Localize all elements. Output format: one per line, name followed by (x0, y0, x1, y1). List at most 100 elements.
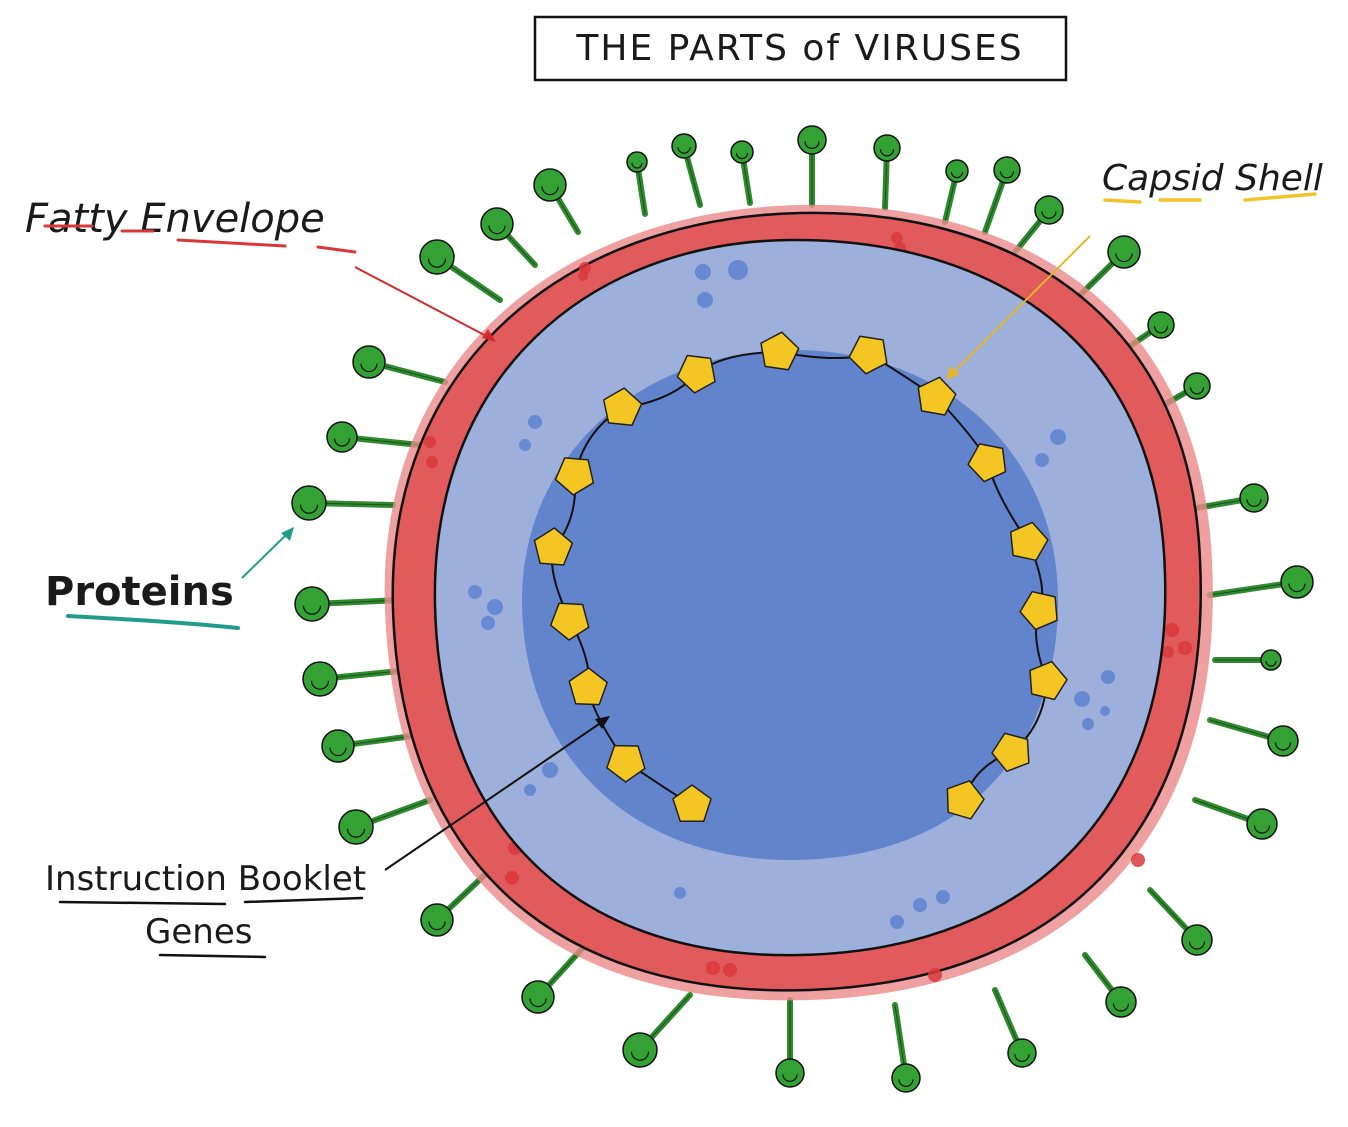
proteins-arrow-line (241, 532, 289, 579)
envelope-spot (505, 871, 519, 885)
protein-head-detail (1189, 387, 1205, 395)
capsid-dots (468, 260, 1115, 929)
protein-spike (419, 239, 503, 303)
envelope-spot (1162, 646, 1174, 658)
protein-head-detail (541, 186, 559, 196)
capsid-dot (1035, 453, 1049, 467)
protein-spike (294, 586, 403, 622)
envelope-spot (1165, 623, 1179, 637)
title-text: THE PARTS of VIRUSES (575, 28, 1023, 69)
protein-head-detail (898, 1079, 914, 1087)
envelope-arrow-head (482, 329, 496, 342)
protein-head (797, 125, 827, 155)
protein-head-detail (630, 1051, 650, 1061)
gene-pentagon (848, 335, 888, 375)
protein-spike (797, 125, 827, 208)
protein-head-detail (1188, 941, 1206, 950)
protein-head (945, 159, 969, 183)
protein-head (1107, 235, 1141, 269)
protein-spikes (291, 125, 1314, 1093)
protein-head-detail (1115, 253, 1133, 263)
gene-pentagon (606, 744, 646, 783)
protein-spike (992, 987, 1037, 1068)
protein-head-detail (488, 225, 506, 235)
protein-spike (1147, 887, 1213, 956)
protein-head (338, 809, 374, 845)
protein-spike (622, 992, 693, 1068)
protein-head-detail (1288, 583, 1306, 593)
envelope-spot (723, 963, 737, 977)
protein-head-detail (360, 363, 378, 373)
protein-head (671, 133, 697, 159)
protein-spike (1207, 717, 1299, 757)
protein-head-detail (1041, 211, 1057, 219)
capsid-dot (728, 260, 748, 280)
gene-chain (533, 331, 1068, 822)
proteins-underline (66, 614, 240, 630)
protein-head (1007, 1038, 1037, 1068)
envelope-spot (1131, 853, 1145, 867)
protein-head (419, 239, 455, 275)
envelope-arrow-line (354, 266, 491, 339)
envelope-underline (43, 224, 357, 254)
protein-spike (1212, 649, 1282, 671)
protein-head (420, 903, 454, 937)
protein-head-detail (950, 172, 964, 179)
capsid-dot (1074, 691, 1090, 707)
proteins-arrow-head (281, 527, 294, 541)
protein-spike (291, 485, 396, 521)
protein-head (291, 485, 327, 521)
protein-head-detail (1246, 499, 1262, 507)
capsid-dot (542, 762, 558, 778)
title-box: THE PARTS of VIRUSES (533, 15, 1068, 82)
protein-head-detail (782, 1074, 798, 1082)
protein-head-detail (329, 747, 347, 757)
protein-head (873, 134, 901, 162)
protein-spike (1192, 797, 1278, 840)
protein-head-detail (1014, 1054, 1030, 1062)
protein-head-detail (1253, 825, 1271, 834)
protein-head (1183, 372, 1211, 400)
capsid-dot (528, 415, 542, 429)
protein-head-detail (299, 504, 319, 514)
envelope-spot (706, 961, 720, 975)
protein-spike (1012, 195, 1064, 255)
protein-spike (982, 156, 1021, 235)
core (521, 349, 1059, 860)
envelope-spot (891, 232, 903, 244)
protein-head (352, 345, 386, 379)
envelope-spot (426, 456, 438, 468)
protein-head (321, 729, 355, 763)
protein-head-detail (879, 149, 895, 157)
protein-head (302, 661, 338, 697)
protein-head-detail (804, 141, 820, 149)
label-proteins: Proteins (45, 527, 294, 630)
protein-head (521, 980, 555, 1014)
capsid-dot (519, 439, 531, 451)
protein-spike (775, 997, 805, 1088)
protein-spike (1072, 235, 1141, 303)
capsid-arrow-line (951, 235, 1091, 375)
capsid-dot (890, 915, 904, 929)
protein-head (1280, 565, 1314, 599)
protein-head (1034, 195, 1064, 225)
protein-spike (873, 134, 901, 211)
genes-arrow-line (384, 721, 603, 871)
protein-head-detail (529, 998, 547, 1008)
protein-head (1267, 725, 1299, 757)
protein-spike (326, 421, 423, 453)
capsid-dot (1082, 718, 1094, 730)
protein-head (1239, 483, 1269, 513)
label-genes: Instruction Booklet Genes (45, 716, 610, 959)
gene-pentagon (554, 457, 595, 496)
capsid-arrow-head (946, 366, 960, 380)
protein-head-detail (333, 438, 351, 447)
genes-underline (58, 896, 364, 959)
gene-pentagon (549, 602, 590, 641)
gene-pentagon (991, 732, 1030, 773)
protein-spike (942, 159, 969, 225)
gene-pentagon (1019, 590, 1058, 631)
envelope-spot (928, 968, 942, 982)
protein-head-detail (302, 605, 322, 615)
gene-pentagon (917, 376, 957, 416)
